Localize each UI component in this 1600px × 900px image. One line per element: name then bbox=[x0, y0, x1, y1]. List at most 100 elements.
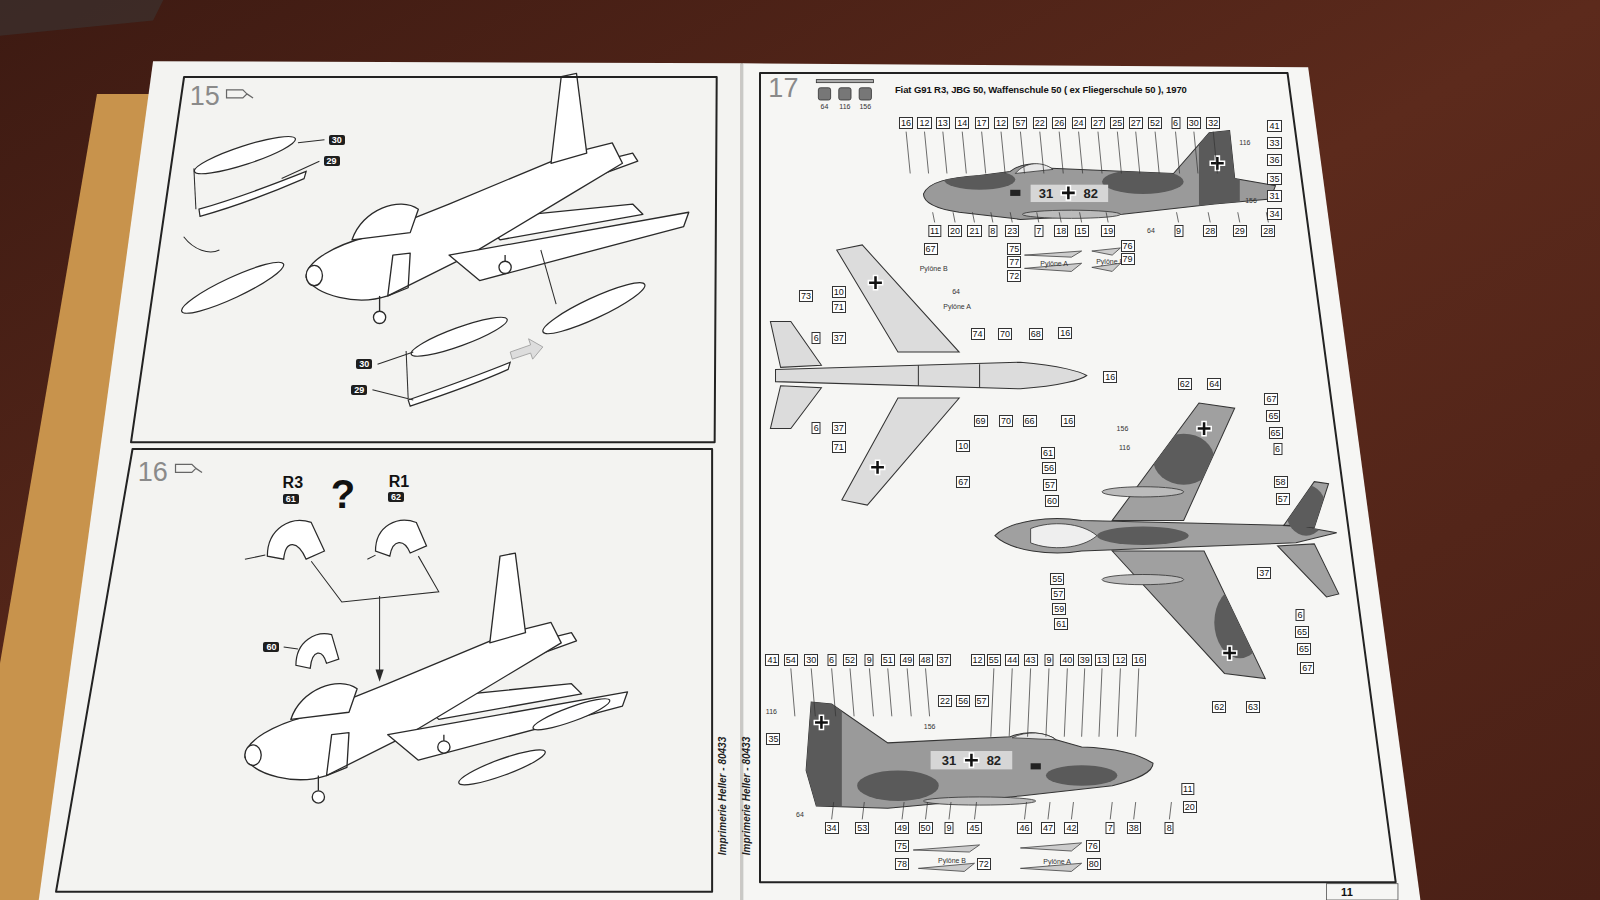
callout-number: 13 bbox=[1095, 654, 1109, 666]
leader-line bbox=[943, 132, 947, 174]
callout-number: 67 bbox=[1264, 393, 1278, 405]
leader-line bbox=[1098, 132, 1102, 174]
callout-number: 65 bbox=[1295, 626, 1309, 638]
panel-outline bbox=[760, 71, 1398, 884]
part-badge: 29 bbox=[351, 385, 367, 395]
callout-number: 16 bbox=[1132, 654, 1146, 666]
callout-number: 79 bbox=[1121, 253, 1135, 265]
leader-line bbox=[991, 668, 994, 736]
callout-number: 36 bbox=[1267, 154, 1281, 166]
callout-number: 30 bbox=[1187, 117, 1201, 129]
small-note: 156 bbox=[1117, 424, 1129, 431]
small-note: 116 bbox=[766, 708, 777, 715]
canopy-parts bbox=[267, 520, 612, 790]
small-note: 156 bbox=[1245, 197, 1257, 204]
callout-number: 37 bbox=[1257, 567, 1271, 579]
leader-line bbox=[933, 212, 935, 222]
callout-number: 54 bbox=[784, 654, 798, 666]
callout-number: 6 bbox=[827, 654, 836, 666]
small-note: Pylône A bbox=[1040, 260, 1068, 267]
callout-number: 9 bbox=[1174, 225, 1183, 237]
leader-line bbox=[972, 212, 974, 222]
callout-number: 77 bbox=[1007, 256, 1021, 268]
callout-number: 67 bbox=[1300, 662, 1314, 674]
callout-number: 76 bbox=[1121, 240, 1135, 252]
callout-number: 29 bbox=[1233, 225, 1247, 237]
small-note: Pylône B bbox=[920, 265, 948, 272]
panel-outline bbox=[131, 77, 717, 444]
callout-number: 16 bbox=[1058, 327, 1072, 339]
leader-line bbox=[1208, 212, 1210, 222]
callout-number: 63 bbox=[1246, 701, 1260, 713]
leader-line bbox=[1082, 668, 1085, 736]
callout-number: 59 bbox=[1052, 603, 1066, 615]
leader-line bbox=[926, 802, 928, 819]
callout-number: 44 bbox=[1005, 654, 1019, 666]
callout-number: 58 bbox=[1274, 476, 1288, 488]
step-number: 15 bbox=[190, 81, 220, 111]
callout-number: 53 bbox=[855, 822, 869, 834]
leader-line bbox=[1024, 802, 1026, 819]
jet-line-art bbox=[245, 553, 628, 803]
callout-number: 6 bbox=[1295, 609, 1304, 621]
callout-number: 6 bbox=[812, 332, 821, 344]
callout-number: 23 bbox=[1005, 225, 1019, 237]
leader-line bbox=[949, 802, 951, 819]
callout-number: 12 bbox=[971, 654, 985, 666]
callout-number: 80 bbox=[1087, 858, 1101, 870]
callout-number: 76 bbox=[1086, 840, 1100, 852]
callout-number: 12 bbox=[1113, 654, 1127, 666]
callout-number: 7 bbox=[1106, 822, 1115, 834]
callout-number: 26 bbox=[1052, 117, 1066, 129]
variant-label: R1 bbox=[389, 473, 409, 491]
leader-line bbox=[1238, 212, 1240, 222]
leader-line bbox=[1048, 802, 1050, 819]
leader-line bbox=[1136, 668, 1139, 736]
pylon-sketches bbox=[913, 843, 1081, 872]
printer-imprint: Imprimerie Heller - 80433 bbox=[740, 737, 751, 855]
callout-number: 12 bbox=[917, 117, 931, 129]
leader-line bbox=[832, 802, 834, 819]
leader-line bbox=[1037, 212, 1039, 222]
callout-number: 34 bbox=[825, 822, 839, 834]
aircraft-marking: 82 bbox=[987, 753, 1001, 768]
callout-number: 78 bbox=[895, 858, 909, 870]
callout-number: 22 bbox=[938, 695, 952, 707]
callout-number: 56 bbox=[1042, 462, 1056, 474]
leader-line bbox=[1177, 212, 1179, 222]
callout-number: 41 bbox=[765, 654, 779, 666]
callout-number: 37 bbox=[937, 654, 951, 666]
callout-number: 72 bbox=[977, 858, 991, 870]
leader-line bbox=[953, 212, 955, 222]
underside-view bbox=[770, 245, 1086, 505]
step-number: 17 bbox=[768, 73, 798, 103]
callout-number: 19 bbox=[1101, 225, 1115, 237]
callout-number: 48 bbox=[918, 654, 932, 666]
leader-line bbox=[962, 132, 966, 174]
leader-line bbox=[1176, 132, 1180, 174]
object-shadow bbox=[0, 0, 163, 36]
small-note: 116 bbox=[1119, 443, 1130, 450]
callout-number: 31 bbox=[1267, 190, 1281, 202]
leader-line bbox=[1099, 668, 1102, 736]
callout-number: 9 bbox=[1044, 654, 1053, 666]
callout-number: 49 bbox=[900, 654, 914, 666]
callout-number: 65 bbox=[1266, 410, 1280, 422]
leader-line bbox=[1009, 668, 1012, 736]
callout-number: 57 bbox=[1276, 493, 1290, 505]
leader-line bbox=[1110, 802, 1112, 819]
callout-number: 42 bbox=[1064, 822, 1078, 834]
callout-number: 27 bbox=[1129, 117, 1143, 129]
callout-number: 7 bbox=[1034, 225, 1043, 237]
callout-number: 61 bbox=[1041, 447, 1055, 459]
assembly-lines bbox=[184, 140, 556, 400]
small-note: 116 bbox=[839, 103, 850, 110]
callout-number: 43 bbox=[1024, 654, 1038, 666]
callout-number: 70 bbox=[998, 328, 1012, 340]
part-badge: 30 bbox=[356, 359, 372, 369]
leader-line bbox=[924, 132, 928, 174]
callout-number: 57 bbox=[1051, 588, 1065, 600]
leader-line bbox=[791, 668, 795, 716]
callout-number: 13 bbox=[936, 117, 950, 129]
